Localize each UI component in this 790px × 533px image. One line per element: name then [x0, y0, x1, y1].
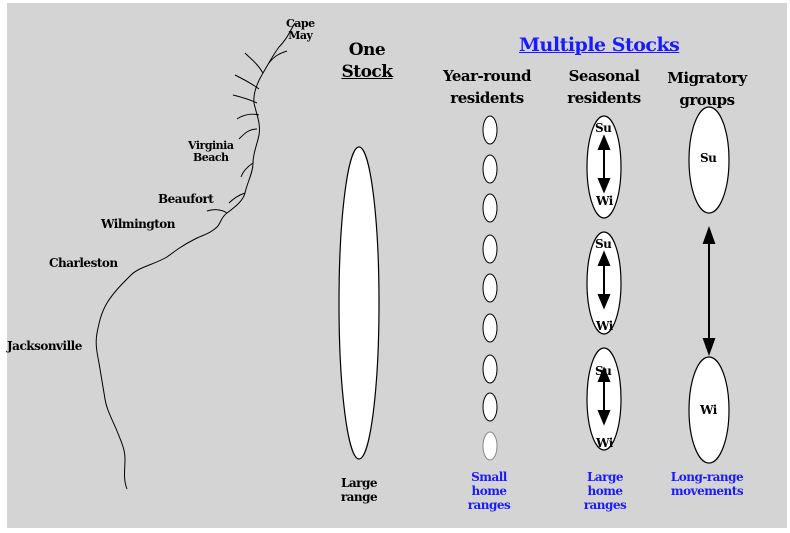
small-home-range-oval: [482, 431, 498, 461]
migratory-ovals: [688, 106, 730, 464]
small-home-range-oval: [482, 354, 498, 384]
one-stock-caption: Large range: [340, 476, 378, 504]
city-label-virginia-beach: Virginia Beach: [188, 139, 234, 164]
seasonal-summer-label: Su: [595, 121, 612, 135]
year-round-heading: Year-round residents: [442, 67, 532, 107]
one-stock-heading: One Stock: [341, 40, 393, 82]
migratory-caption: Long-range movements: [670, 470, 744, 498]
migratory-summer-label: Su: [700, 151, 717, 165]
small-home-range-oval: [482, 273, 498, 303]
seasonal-summer-label: Su: [595, 364, 612, 378]
migratory-winter-label: Wi: [700, 403, 717, 417]
migration-arrow: [702, 226, 716, 356]
small-home-range-oval: [482, 234, 498, 264]
multiple-stocks-heading: Multiple Stocks: [519, 34, 680, 56]
city-label-charleston: Charleston: [49, 256, 118, 270]
one-stock-oval: [338, 146, 380, 460]
coastline-map: [95, 22, 296, 490]
migratory-heading: Migratory groups: [667, 69, 747, 109]
small-home-range-oval: [482, 392, 498, 422]
small-home-range-oval: [482, 154, 498, 184]
winter-range-oval: [688, 356, 730, 464]
seasonal-summer-label: Su: [595, 237, 612, 251]
seasonal-arrows: [597, 134, 611, 426]
year-round-ovals: [482, 115, 498, 461]
seasonal-winter-label: Wi: [596, 194, 613, 208]
year-round-caption: Small home ranges: [467, 470, 511, 512]
city-label-wilmington: Wilmington: [101, 217, 176, 231]
seasonal-caption: Large home ranges: [583, 470, 627, 512]
seasonal-heading: Seasonal residents: [567, 67, 641, 107]
diagram-graphics: [95, 22, 730, 490]
city-label-beaufort: Beaufort: [158, 192, 214, 206]
summer-range-oval: [688, 106, 730, 214]
seasonal-winter-label: Wi: [596, 319, 613, 333]
diagram-canvas: Cape May Virginia Beach Beaufort Wilming…: [7, 3, 787, 528]
city-label-cape-may: Cape May: [286, 17, 315, 42]
small-home-range-oval: [482, 115, 498, 145]
small-home-range-oval: [482, 313, 498, 343]
small-home-range-oval: [482, 193, 498, 223]
seasonal-winter-label: Wi: [596, 436, 613, 450]
city-label-jacksonville: Jacksonville: [7, 339, 82, 353]
